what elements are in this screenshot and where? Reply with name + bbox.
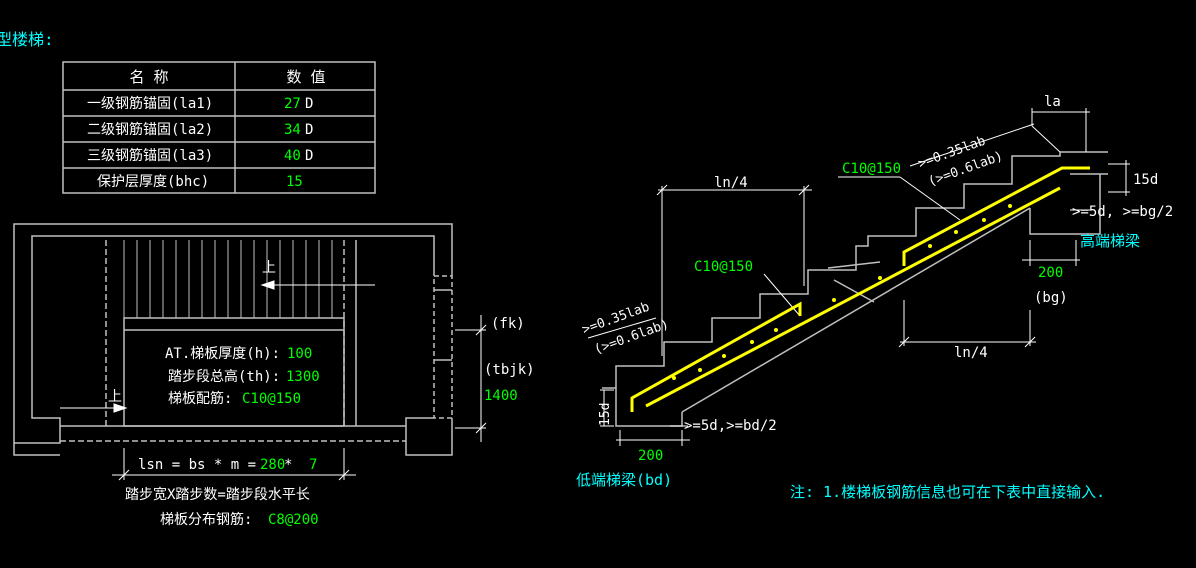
right-anchor-label: >=5d, >=bg/2 [1072,204,1173,220]
thickness-value[interactable]: 100 [287,346,312,362]
formula-desc: 踏步宽X踏步数=踏步段水平长 [125,486,310,503]
ln4-bottom-label: ln/4 [954,345,988,361]
up-arrow-lower [60,403,128,413]
tbjk-label: (tbjk) [484,362,535,378]
high-beam-label: 高端梯梁 [1080,232,1140,250]
up-label-lower: 上 [108,389,122,405]
tbjk-value[interactable]: 1400 [484,388,518,404]
height-label: 踏步段总高(th): [168,368,280,385]
low-beam-label: 低端梯梁(bd) [576,471,672,489]
stair-treads [123,240,333,318]
section-dimensions [587,108,1130,446]
thickness-label: AT.梯板厚度(h): [165,346,280,362]
table-row-name: 二级钢筋锚固(la2) [87,121,213,138]
table-row-value[interactable]: 34 [284,122,301,138]
formula-prefix: lsn = bs * m = [138,457,256,473]
stair-section [602,151,1108,427]
tbjk-dimension [455,315,487,442]
bg-value[interactable]: 200 [1038,265,1063,281]
rebar-top-label[interactable]: C10@150 [842,161,901,177]
table-row-value[interactable]: 15 [286,174,303,190]
bd-value[interactable]: 200 [638,448,663,464]
la-label: la [1044,94,1061,110]
table-row-name: 一级钢筋锚固(la1) [87,95,213,112]
dist-rebar-label: 梯板分布钢筋: [160,511,252,528]
15d-right-label: 15d [1133,172,1158,188]
note-text: 注: 1.楼梯板钢筋信息也可在下表中直接输入. [790,483,1105,501]
distribution-bars [672,204,1012,380]
rebar-lines [630,166,1090,412]
15d-left-label: 15d [598,403,613,426]
table-row-name: 保护层厚度(bhc) [97,174,209,190]
formula-mul: * [284,457,292,473]
up-label-upper: 上 [262,260,276,276]
table-header-value: 数 值 [286,68,325,86]
table-row-value[interactable]: 40 [284,148,301,164]
table-row-unit: D [305,148,313,164]
table-row-value[interactable]: 27 [284,96,301,112]
formula-bs[interactable]: 280 [260,457,285,473]
page-title: 型楼梯: [0,30,54,49]
fk-label: (fk) [491,316,525,332]
up-arrow-upper [260,280,375,290]
rebar-value[interactable]: C10@150 [242,391,301,407]
formula-m[interactable]: 7 [309,457,317,473]
parameter-table [62,61,376,194]
table-row-unit: D [305,122,313,138]
dist-rebar-value[interactable]: C8@200 [268,512,319,528]
table-row-name: 三级钢筋锚固(la3) [87,147,213,164]
height-value[interactable]: 1300 [286,369,320,385]
ln4-top-label: ln/4 [714,175,748,191]
lsn-dimension [112,448,356,481]
left-anchor-label: >=5d,>=bd/2 [684,418,777,434]
rebar-mid-label[interactable]: C10@150 [694,259,753,275]
table-header-name: 名 称 [129,68,168,86]
plan-view [13,223,453,456]
bg-label: (bg) [1034,290,1068,306]
table-row-unit: D [305,96,313,112]
rebar-label: 梯板配筋: [168,390,232,407]
